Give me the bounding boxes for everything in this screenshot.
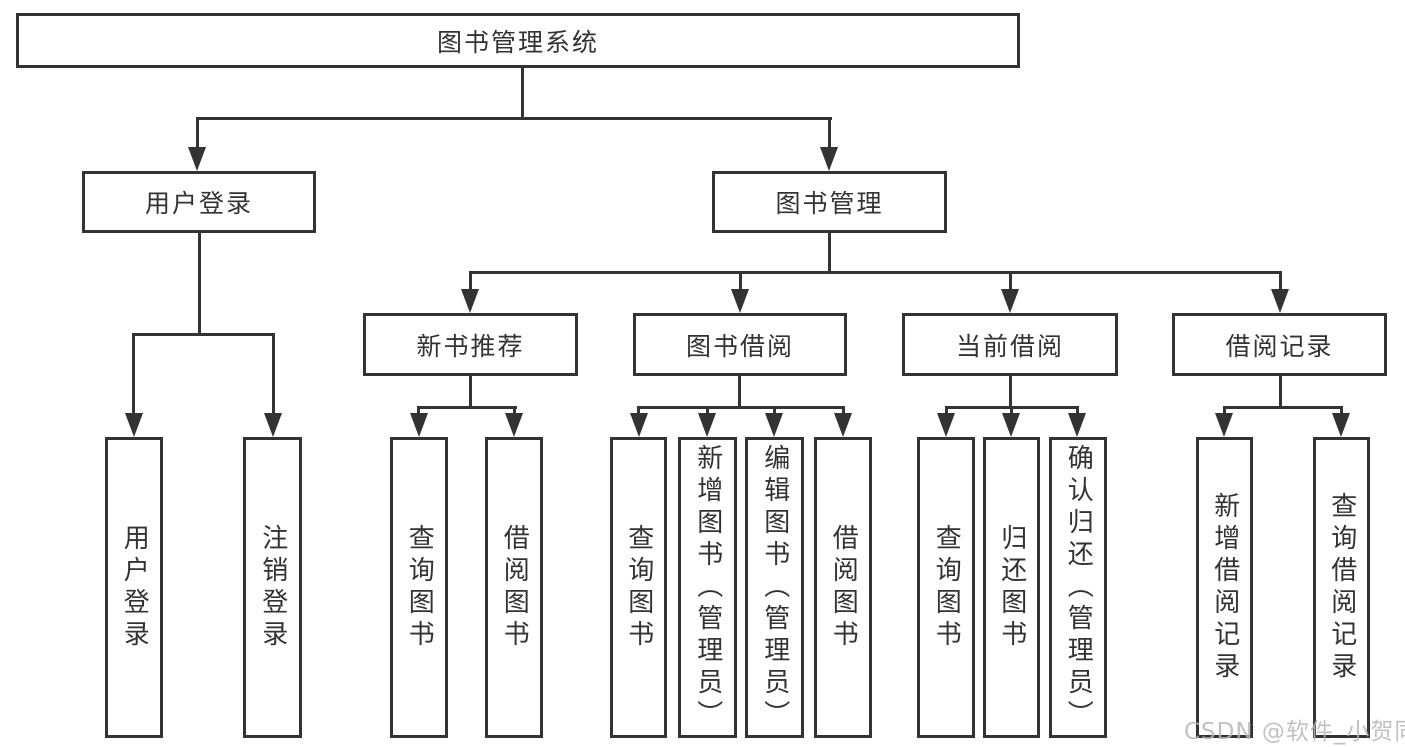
connector-line xyxy=(828,117,831,150)
connector-line xyxy=(637,406,845,409)
arrowhead-down-icon xyxy=(188,147,206,171)
leaf-borrow-books-newbook: 借阅图书 xyxy=(485,437,543,738)
connector-line xyxy=(637,406,640,418)
leaf-label: 借阅图书 xyxy=(499,523,530,652)
leaf-label: 查询借阅记录 xyxy=(1326,491,1357,684)
connector-line xyxy=(272,333,275,416)
leaf-add-books-admin: 新增图书（管理员） xyxy=(678,437,737,738)
connector-line xyxy=(828,231,831,274)
connector-line xyxy=(132,333,275,336)
connector-line xyxy=(417,406,517,409)
arrowhead-down-icon xyxy=(1068,413,1086,437)
connector-line xyxy=(417,406,420,418)
node-root-library-management-system: 图书管理系统 xyxy=(16,13,1020,68)
leaf-label: 新增图书（管理员） xyxy=(692,443,723,732)
arrowhead-down-icon xyxy=(937,413,955,437)
leaf-label: 查询图书 xyxy=(931,523,962,652)
leaf-label: 借阅图书 xyxy=(828,523,859,652)
leaf-label: 归还图书 xyxy=(996,523,1027,652)
arrowhead-down-icon xyxy=(765,413,783,437)
node-label: 图书管理系统 xyxy=(436,27,599,57)
node-new-book-recommendation: 新书推荐 xyxy=(363,313,578,376)
arrowhead-down-icon xyxy=(698,413,716,437)
node-label: 借阅记录 xyxy=(1225,331,1334,361)
connector-line xyxy=(945,406,948,418)
connector-line xyxy=(1076,406,1079,418)
arrowhead-down-icon xyxy=(505,413,523,437)
leaf-borrow-books-borrowing: 借阅图书 xyxy=(814,437,872,738)
arrowhead-down-icon xyxy=(461,289,479,313)
connector-line xyxy=(842,406,845,418)
leaf-label: 注销登录 xyxy=(257,523,288,652)
connector-line xyxy=(1009,271,1012,292)
leaf-logout: 注销登录 xyxy=(243,437,302,738)
node-user-login: 用户登录 xyxy=(82,171,316,233)
leaf-query-books-borrowing: 查询图书 xyxy=(610,437,667,738)
node-label: 用户登录 xyxy=(144,189,253,218)
connector-line xyxy=(706,406,709,418)
arrowhead-down-icon xyxy=(410,413,428,437)
connector-line xyxy=(469,271,1282,274)
connector-line xyxy=(1279,374,1282,408)
arrowhead-down-icon xyxy=(1002,413,1020,437)
arrowhead-down-icon xyxy=(731,289,749,313)
arrowhead-down-icon xyxy=(1271,289,1289,313)
arrowhead-down-icon xyxy=(1332,413,1350,437)
connector-line xyxy=(739,271,742,292)
arrowhead-down-icon xyxy=(1001,289,1019,313)
arrowhead-down-icon xyxy=(264,413,282,437)
leaf-add-borrow-record: 新增借阅记录 xyxy=(1196,437,1253,738)
leaf-label: 编辑图书（管理员） xyxy=(759,443,790,732)
connector-line xyxy=(132,333,135,416)
node-label: 当前借阅 xyxy=(955,331,1064,361)
leaf-edit-books-admin: 编辑图书（管理员） xyxy=(745,437,804,738)
connector-line xyxy=(1340,406,1343,418)
leaf-query-borrow-record: 查询借阅记录 xyxy=(1313,437,1370,738)
leaf-query-books-current: 查询图书 xyxy=(917,437,975,738)
connector-line xyxy=(521,67,524,119)
connector-line xyxy=(773,406,776,418)
csdn-watermark: CSDN @软件_小贺同学 xyxy=(1184,719,1405,745)
arrowhead-down-icon xyxy=(630,413,648,437)
connector-line xyxy=(469,271,472,292)
node-label: 新书推荐 xyxy=(416,331,525,361)
node-current-borrowing: 当前借阅 xyxy=(902,313,1118,376)
node-borrowing-records: 借阅记录 xyxy=(1172,313,1387,376)
leaf-return-books: 归还图书 xyxy=(983,437,1040,738)
leaf-label: 新增借阅记录 xyxy=(1209,491,1240,684)
connector-line xyxy=(513,406,516,418)
connector-line xyxy=(469,374,472,408)
leaf-confirm-return-admin: 确认归还（管理员） xyxy=(1049,437,1107,738)
node-label: 图书管理 xyxy=(775,189,884,218)
arrowhead-down-icon xyxy=(834,413,852,437)
connector-line xyxy=(1223,406,1342,409)
connector-line xyxy=(738,374,741,408)
connector-line xyxy=(1279,271,1282,292)
leaf-query-books-newbook: 查询图书 xyxy=(390,437,448,738)
node-book-management: 图书管理 xyxy=(712,171,947,233)
node-book-borrowing: 图书借阅 xyxy=(633,313,847,376)
connector-line xyxy=(1223,406,1226,418)
connector-line xyxy=(1010,406,1013,418)
arrowhead-down-icon xyxy=(1215,413,1233,437)
arrowhead-down-icon xyxy=(125,413,143,437)
node-label: 图书借阅 xyxy=(685,331,794,361)
connector-line xyxy=(1009,374,1012,408)
leaf-label: 确认归还（管理员） xyxy=(1063,443,1094,732)
leaf-label: 查询图书 xyxy=(404,523,435,652)
leaf-label: 查询图书 xyxy=(623,523,654,652)
leaf-label: 用户登录 xyxy=(119,523,150,652)
connector-line xyxy=(198,231,201,335)
connector-line xyxy=(196,117,199,150)
arrowhead-down-icon xyxy=(820,147,838,171)
leaf-user-login: 用户登录 xyxy=(105,437,163,738)
connector-line xyxy=(196,117,832,120)
